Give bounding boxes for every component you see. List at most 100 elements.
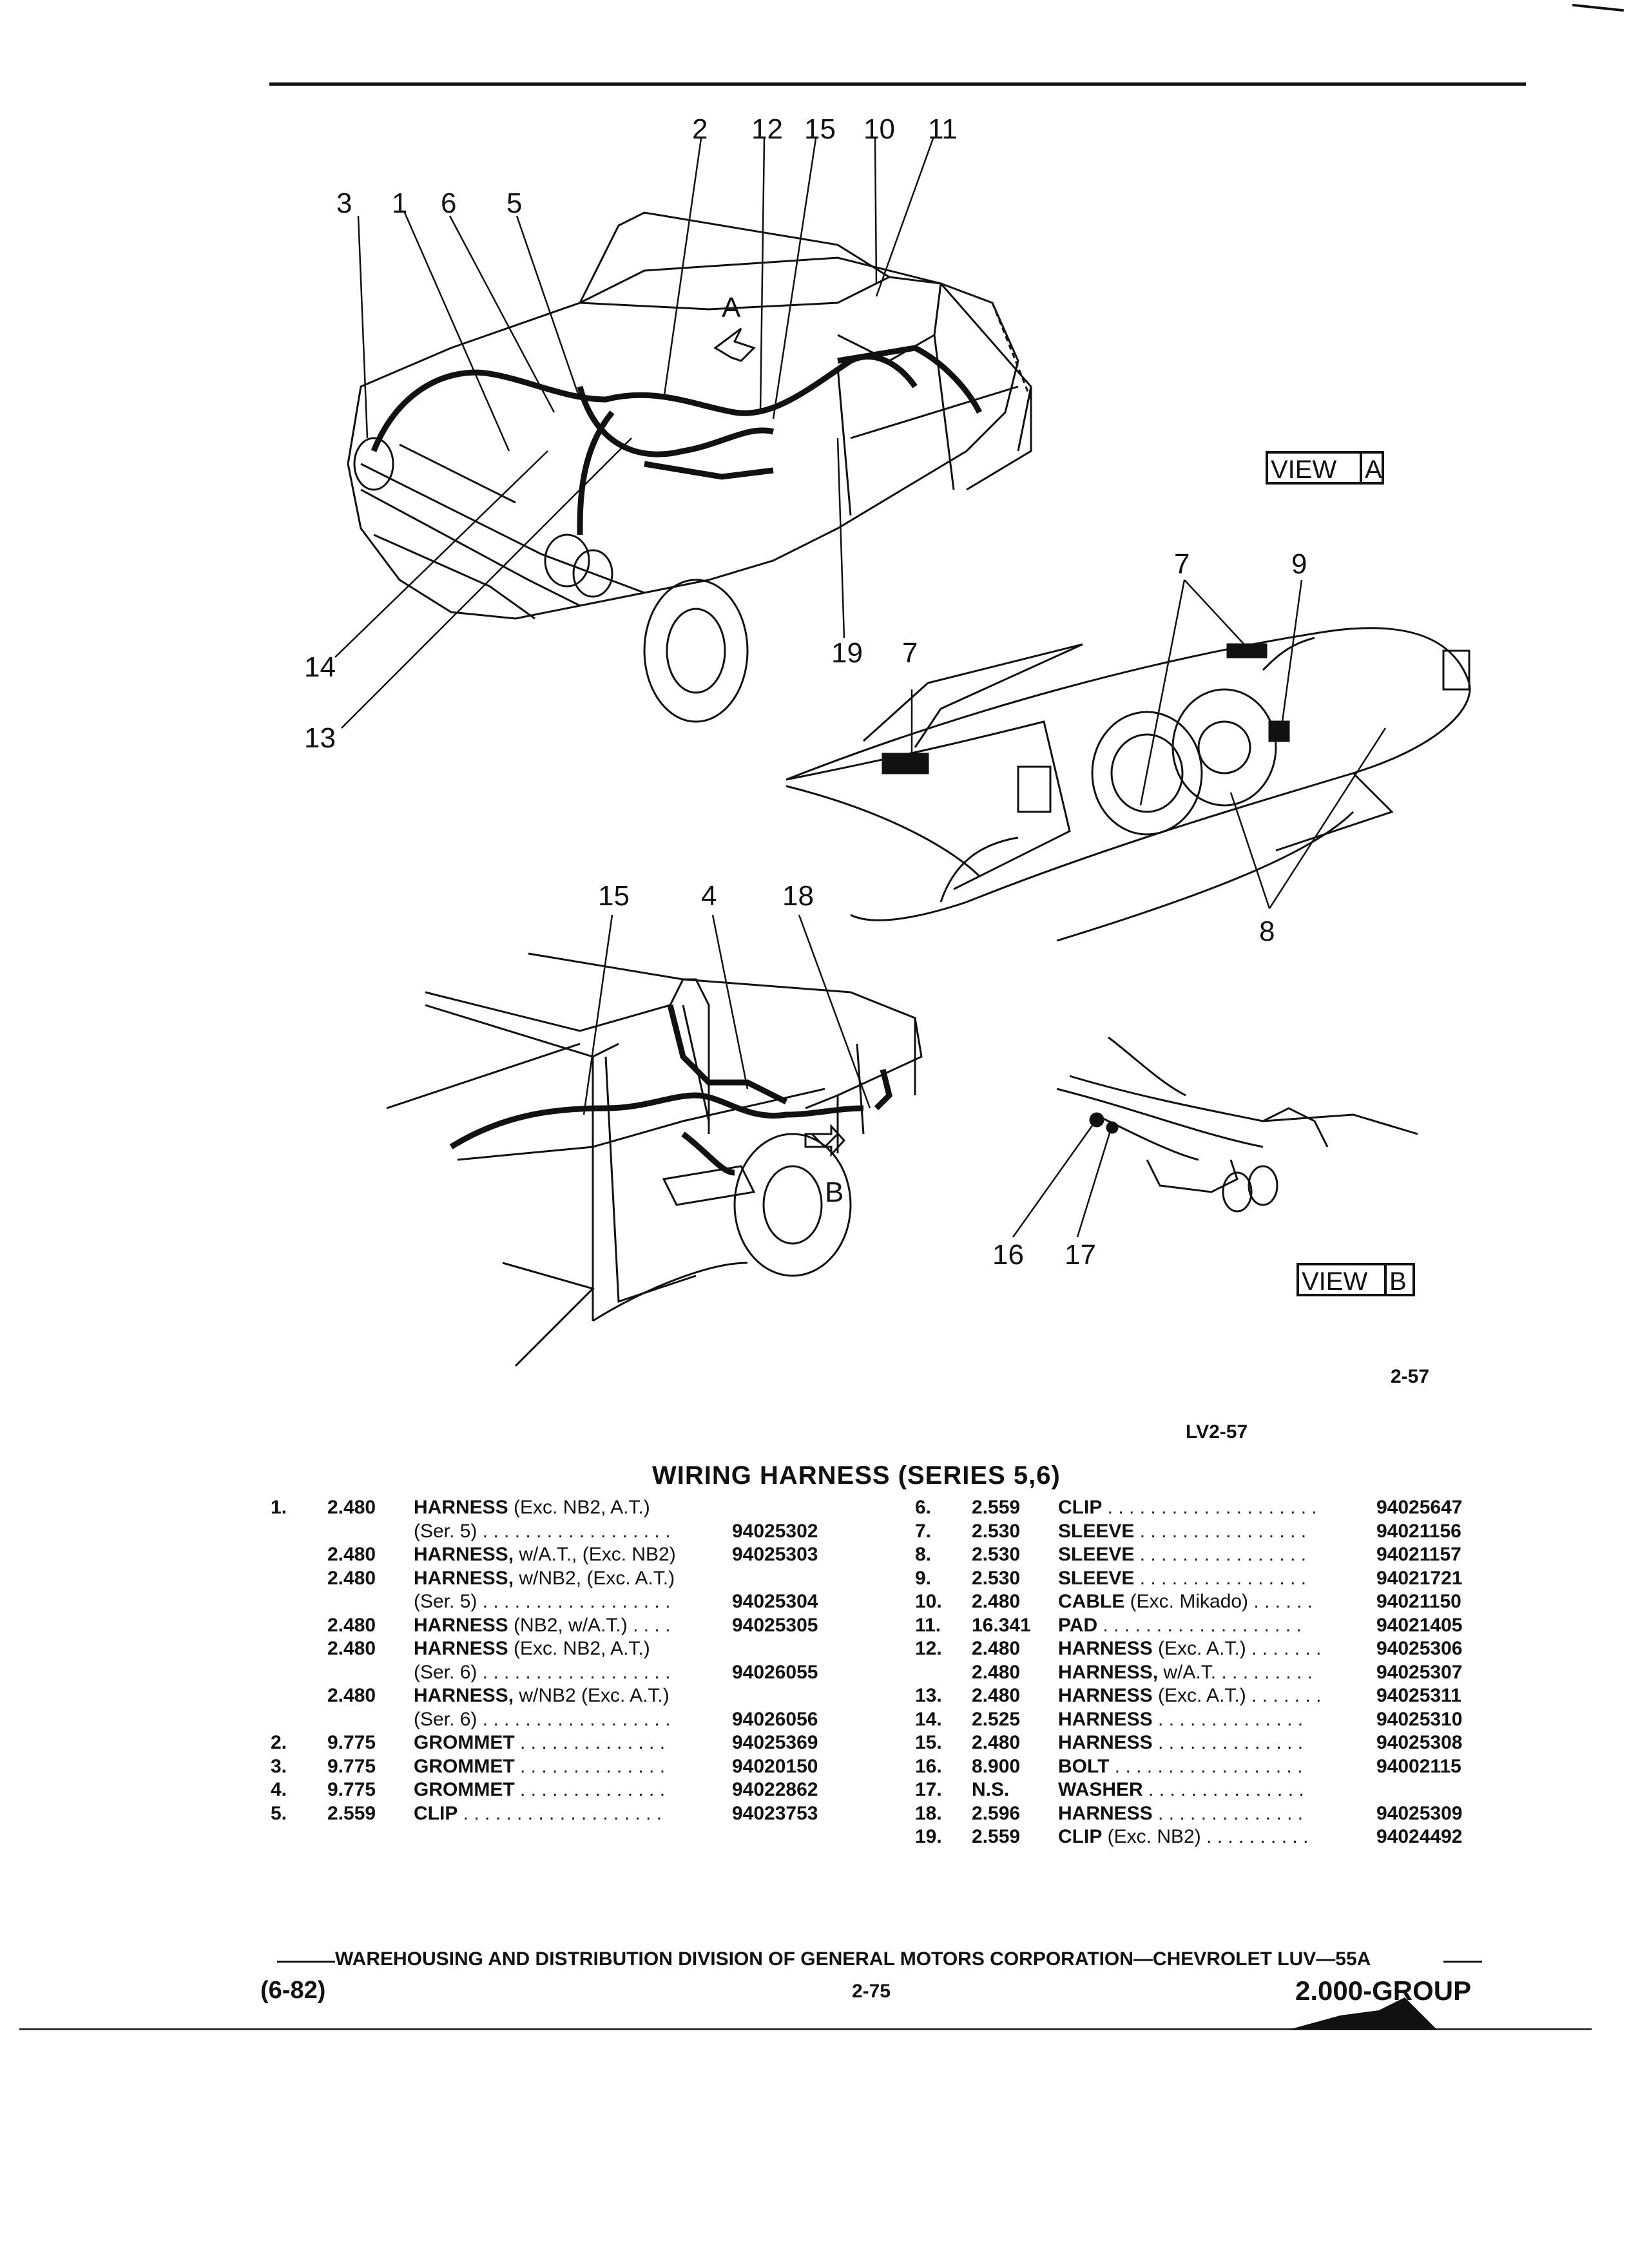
leader-lines-view-a (911, 579, 1387, 909)
part-name: HARNESS (414, 1614, 508, 1636)
item-number: 1. (271, 1497, 287, 1518)
item-number: 15. (915, 1732, 942, 1753)
part-name: BOLT (1058, 1755, 1110, 1777)
dot-leader: . . . . . . . . . . . . . . . . . . (477, 1708, 671, 1730)
part-qualifier: (Exc. Mikado) (1124, 1591, 1249, 1612)
callout-11: 11 (928, 113, 958, 145)
view-a-dashboard (786, 627, 1471, 942)
part-number: 94025304 (732, 1591, 818, 1612)
callout-3: 3 (336, 187, 352, 219)
dot-leader: . . . . . . (1248, 1591, 1313, 1612)
item-number: 5. (271, 1802, 287, 1824)
dot-leader: . . . . . . . . . . . . . . . . . . (477, 1591, 671, 1612)
dot-leader: . . . . . . . . . . . . . . . . . . (477, 1520, 671, 1542)
callout-8: 8 (1259, 916, 1275, 947)
part-qualifier: (Exc. NB2, A.T.) (508, 1497, 650, 1518)
part-description: SLEEVE . . . . . . . . . . . . . . . . (1058, 1543, 1374, 1567)
part-name: HARNESS (414, 1497, 508, 1518)
part-qualifier: (Ser. 6) (414, 1661, 477, 1683)
callout-1: 1 (392, 187, 407, 219)
part-number: 94024492 (1376, 1826, 1463, 1847)
callout-12: 12 (751, 113, 783, 145)
dot-leader: . . . . . . . . . . . . . . (1152, 1732, 1304, 1753)
view-b-detail (1056, 1036, 1418, 1213)
part-name: HARNESS, (414, 1685, 514, 1706)
part-description: HARNESS . . . . . . . . . . . . . . (1058, 1708, 1374, 1732)
dot-leader: . . . . . . . . . . . . . . . . . . (477, 1661, 671, 1683)
figure-code: LV2-57 (1186, 1421, 1248, 1443)
part-qualifier: (Exc. NB2, A.T.) (508, 1638, 650, 1659)
part-description: CLIP (Exc. NB2) . . . . . . . . . . (1058, 1825, 1374, 1849)
part-number: 94021405 (1376, 1614, 1463, 1636)
item-number: 18. (915, 1802, 942, 1824)
part-description: HARNESS, w/NB2 (Exc. A.T.) (414, 1684, 729, 1708)
group-number: 2.480 (972, 1661, 1021, 1683)
dot-leader: . . . . . . . . . . (1200, 1826, 1309, 1847)
part-name: CLIP (1058, 1826, 1103, 1847)
view-b-label: VIEW B (1296, 1263, 1415, 1296)
view-b-arrow (804, 1124, 846, 1157)
callout-4: 4 (701, 880, 717, 912)
group-number: 2.480 (327, 1567, 376, 1589)
group-number: 16.341 (972, 1614, 1031, 1636)
group-number: 2.480 (327, 1685, 376, 1706)
part-name: SLEEVE (1058, 1520, 1135, 1542)
part-description: HARNESS (NB2, w/A.T.) . . . . (414, 1614, 729, 1638)
item-number: 3. (271, 1755, 287, 1777)
part-name: HARNESS (1058, 1685, 1153, 1706)
parts-row: (Ser. 6) . . . . . . . . . . . . . . . .… (271, 1661, 863, 1685)
callout-15-rear: 15 (598, 880, 630, 912)
part-description: GROMMET . . . . . . . . . . . . . . (414, 1731, 729, 1755)
dot-leader: . . . . . . . . . . . . . . . . . . . (458, 1802, 662, 1824)
group-number: 2.596 (972, 1802, 1021, 1824)
part-qualifier: (Exc. NB2) (1102, 1826, 1201, 1847)
group-number: 2.480 (327, 1544, 376, 1565)
sleeve-9-dash (1268, 720, 1290, 742)
part-name: GROMMET (414, 1755, 515, 1777)
part-description: HARNESS (Exc. NB2, A.T.) (414, 1637, 729, 1661)
callout-2: 2 (692, 113, 708, 145)
part-description: SLEEVE . . . . . . . . . . . . . . . . (1058, 1520, 1374, 1544)
callout-18: 18 (782, 880, 814, 912)
leader-lines-rear (583, 914, 871, 1115)
part-number: 94025647 (1376, 1497, 1463, 1518)
part-qualifier: w/A.T., (Exc. NB2) (514, 1544, 676, 1565)
parts-row: (Ser. 5) . . . . . . . . . . . . . . . .… (271, 1590, 863, 1614)
callout-arrow-a: A (722, 292, 741, 323)
group-number: 9.775 (327, 1779, 376, 1800)
bottom-rule (19, 2028, 1592, 2030)
callout-9: 9 (1291, 548, 1307, 580)
footer-dash-left (277, 1961, 335, 1963)
group-number: 2.480 (327, 1497, 376, 1518)
parts-row: (Ser. 5) . . . . . . . . . . . . . . . .… (271, 1520, 863, 1544)
dot-leader: . . . . . . . . . . . . . . . . (1134, 1567, 1307, 1589)
group-number: 2.525 (972, 1708, 1021, 1730)
callout-7-lower: 7 (902, 637, 918, 669)
group-number: 9.775 (327, 1755, 376, 1777)
sleeve-7-detail (882, 753, 929, 774)
callout-17: 17 (1065, 1239, 1096, 1271)
part-description: CLIP . . . . . . . . . . . . . . . . . .… (1058, 1496, 1374, 1520)
callout-16: 16 (992, 1239, 1024, 1271)
part-description: BOLT . . . . . . . . . . . . . . . . . . (1058, 1755, 1374, 1779)
part-name: GROMMET (414, 1779, 515, 1800)
part-number: 94026055 (732, 1661, 818, 1683)
callout-b: B (825, 1177, 843, 1208)
part-number: 94022862 (732, 1779, 818, 1800)
group-number: 2.530 (972, 1567, 1021, 1589)
part-description: HARNESS . . . . . . . . . . . . . . (1058, 1802, 1374, 1826)
